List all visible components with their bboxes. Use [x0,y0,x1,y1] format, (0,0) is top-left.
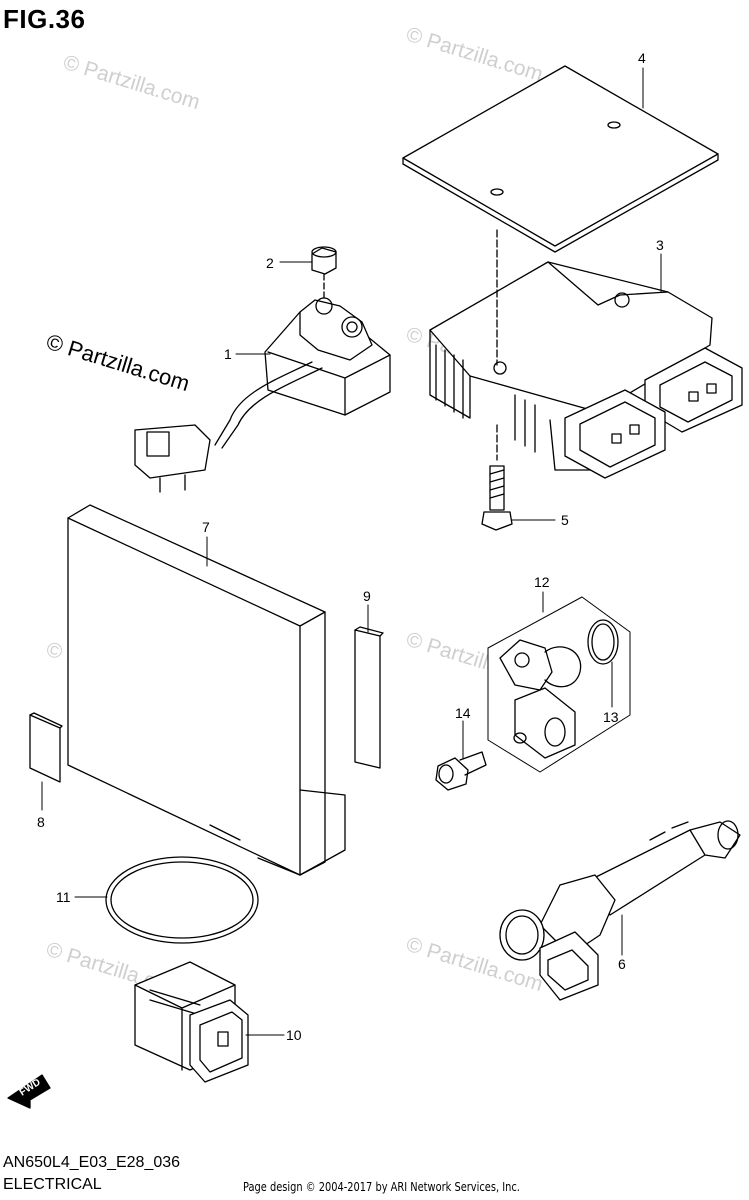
callout-2: 2 [266,255,274,271]
figure-title: FIG.36 [3,4,86,34]
fwd-arrow [7,1074,51,1109]
watermark: © Partzilla.com [404,23,546,86]
part-8-label [29,712,63,783]
callout-3: 3 [656,237,664,253]
callout-6: 6 [618,956,626,972]
page-credit: Page design © 2004-2017 by ARI Network S… [243,1180,520,1194]
leader-lines [41,67,662,1036]
part-2-screw [311,246,337,301]
part-12-sensor [487,596,631,773]
callout-10: 10 [286,1027,302,1043]
part-1-starter-relay [134,297,391,493]
callout-9: 9 [363,588,371,604]
part-6-ignition-coil [499,820,741,1001]
callout-13: 13 [603,709,619,725]
part-4-plate [402,65,719,253]
part-10-relay [134,961,249,1083]
callout-8: 8 [37,814,45,830]
part-5-bolt [481,424,513,531]
callout-14: 14 [455,705,471,721]
watermark-main: © Partzilla.com [44,329,193,396]
figure-caption: ELECTRICAL [3,1176,102,1193]
part-9-strip [354,626,384,769]
callout-5: 5 [561,512,569,528]
part-13-o-ring [587,619,619,665]
callout-12: 12 [534,574,550,590]
figure-code: AN650L4_E03_E28_036 [3,1154,181,1171]
part-14-bolt [435,751,487,791]
callouts: 1 2 3 4 5 6 7 8 9 10 11 12 13 14 [37,50,664,1043]
callout-1: 1 [224,346,232,362]
watermark: © Partzilla.com [61,51,203,114]
callout-11: 11 [56,889,71,905]
callout-4: 4 [638,50,646,66]
part-11-band [105,856,259,944]
part-3-regulator [429,229,743,479]
callout-7: 7 [202,519,210,535]
